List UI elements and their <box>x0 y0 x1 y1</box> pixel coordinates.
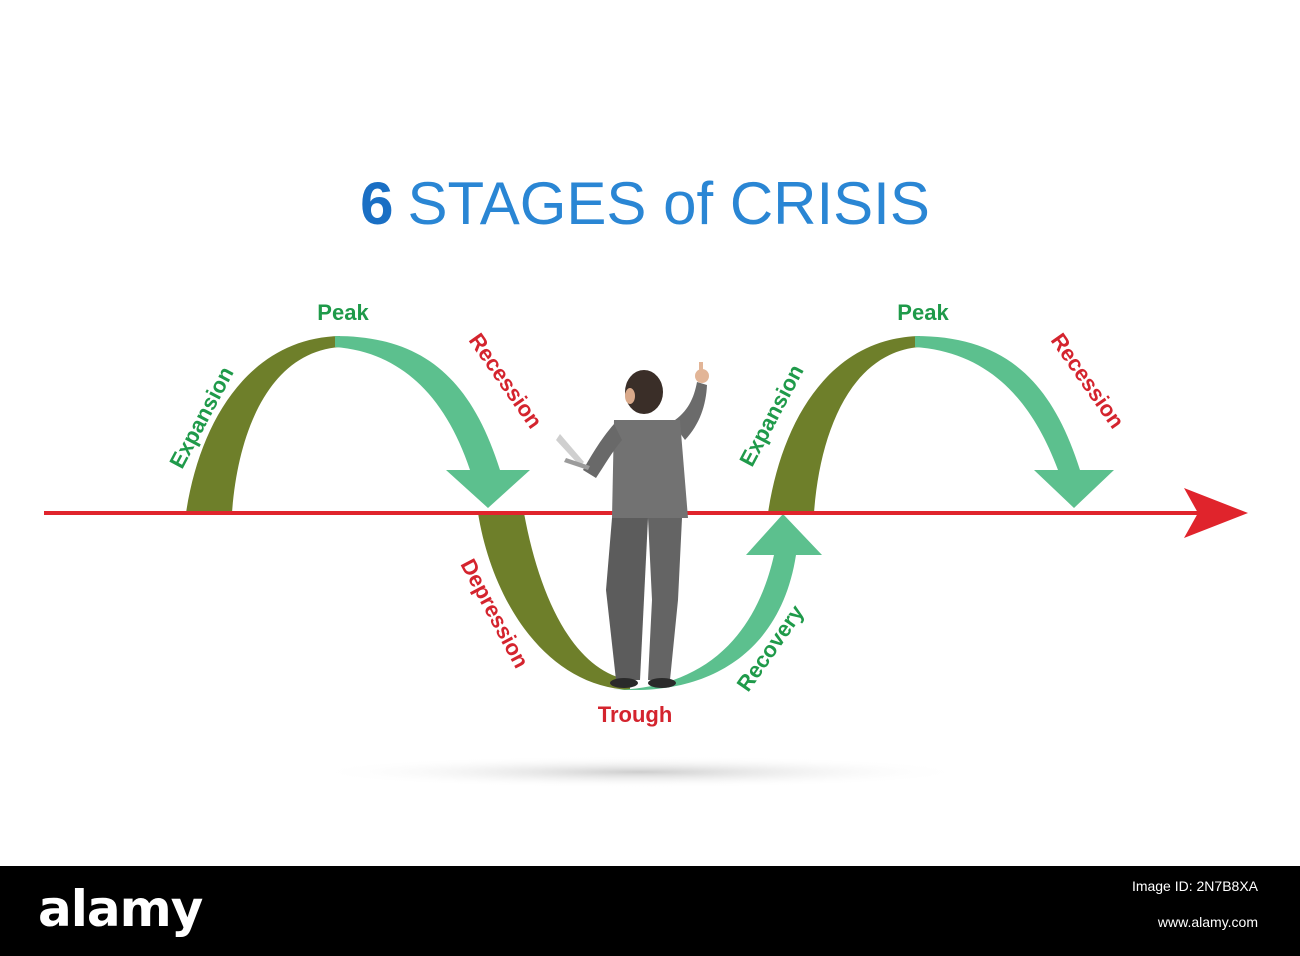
stage-label-recession-2: Recession <box>1046 329 1130 433</box>
stage-label-peak-2: Peak <box>897 300 949 325</box>
recovery-arrow <box>610 514 822 690</box>
floor-shadow <box>310 756 970 788</box>
footer-url-link[interactable]: www.alamy.com <box>1157 914 1258 930</box>
expansion-arrow-1 <box>186 336 340 513</box>
stage-label-peak-1: Peak <box>317 300 369 325</box>
businessman-with-laptop-icon <box>556 362 709 688</box>
title-number: 6 <box>360 170 393 237</box>
recession-arrow-1 <box>335 336 530 508</box>
watermark-footer: alamy Image ID: 2N7B8XA www.alamy.com <box>0 866 1300 956</box>
timeline-arrowhead <box>1184 488 1248 538</box>
stage-label-trough: Trough <box>598 702 673 727</box>
title-text: STAGES of CRISIS <box>408 170 930 237</box>
expansion-arrow-2 <box>768 336 920 513</box>
recession-arrow-2 <box>915 336 1114 508</box>
image-id-text: Image ID: 2N7B8XA <box>1131 878 1258 894</box>
depression-arrow <box>478 513 630 690</box>
alamy-logo: alamy <box>38 880 203 938</box>
